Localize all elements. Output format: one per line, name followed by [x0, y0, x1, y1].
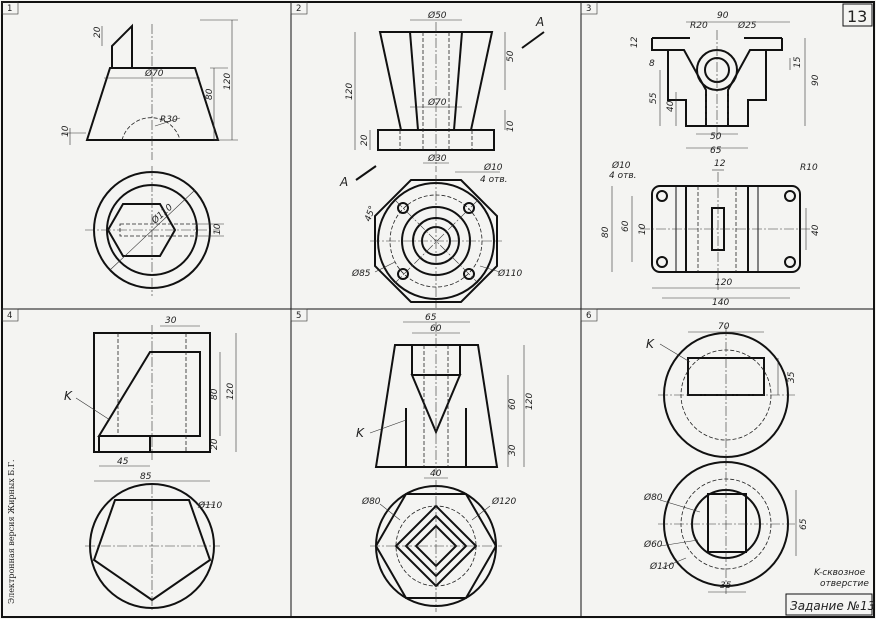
- dim-label: 70: [718, 322, 730, 332]
- dim-label: 65: [425, 313, 437, 323]
- panel-3-front-view: [651, 21, 806, 149]
- dim-label: Ø10: [611, 160, 631, 171]
- dim-label: 10: [506, 120, 516, 132]
- panel-5-top-view: [370, 480, 502, 612]
- dim-label: Ø25: [737, 20, 757, 31]
- panel-6-top-view: [658, 456, 797, 594]
- dim-label: 120: [345, 83, 355, 100]
- dim-label: 120: [525, 393, 535, 410]
- dim-label: 50: [710, 132, 722, 142]
- panel-5-number: 5: [296, 311, 301, 321]
- dim-label: 60: [430, 324, 442, 334]
- dim-label: 45: [117, 457, 129, 467]
- panel-3-number: 3: [586, 4, 591, 14]
- dim-label: 35: [787, 371, 797, 383]
- sheet-title-box: [785, 593, 873, 616]
- dim-label: 20: [210, 438, 220, 450]
- note-line: K-сквозное: [814, 568, 866, 578]
- dim-label: Ø80: [643, 492, 663, 503]
- panel-1-top-view: [85, 166, 224, 296]
- label-k: K: [64, 389, 73, 403]
- section-mark-a: A: [339, 175, 348, 189]
- dim-label: 80: [601, 226, 611, 238]
- dim-label: 12: [630, 36, 640, 48]
- panel-5-front-view: [369, 321, 525, 479]
- dim-label: R30: [160, 115, 178, 125]
- dim-label: 50: [506, 50, 516, 62]
- dim-label: Ø120: [491, 496, 517, 507]
- dim-label: Ø110: [497, 268, 523, 279]
- dim-label: 30: [165, 316, 177, 326]
- dim-label: 20: [360, 134, 370, 146]
- section-mark-a: A: [535, 15, 544, 29]
- sheet-number: 13: [847, 7, 867, 26]
- dim-label: Ø70: [144, 68, 164, 79]
- dim-label: 60: [621, 220, 631, 232]
- dim-label: R20: [690, 21, 708, 31]
- dim-label: 80: [210, 388, 220, 400]
- sheet-title: Задание №13: [790, 599, 875, 613]
- dim-label: Ø60: [643, 539, 663, 550]
- dim-label: 65: [710, 146, 722, 156]
- dim-label: 40: [811, 224, 821, 236]
- watermark: Электронная версия Жирных Б.Г.: [7, 459, 16, 604]
- dim-label: 10: [213, 223, 223, 235]
- dim-label: 4 отв.: [609, 171, 637, 181]
- dim-label: 90: [811, 74, 821, 86]
- dim-label: 15: [793, 56, 803, 68]
- dim-label: 10: [638, 223, 648, 235]
- panel-4-number: 4: [7, 311, 12, 321]
- dim-label: 55: [649, 92, 659, 104]
- panel-2-number: 2: [296, 4, 301, 14]
- dim-label: 120: [715, 278, 732, 288]
- dim-label: 20: [93, 26, 103, 38]
- dim-label: 85: [140, 472, 152, 482]
- dim-label: 80: [205, 88, 215, 100]
- dim-label: Ø80: [361, 496, 381, 507]
- dim-label: 40: [430, 469, 442, 479]
- panel-6-front-view: [658, 326, 795, 465]
- label-k: K: [646, 337, 655, 351]
- note-line: отверстие: [820, 579, 869, 589]
- panel-4-front-view: [75, 325, 237, 482]
- dim-label: 40: [666, 100, 676, 112]
- dim-label: Ø85: [351, 268, 371, 279]
- panel-4-top-view: [85, 483, 220, 610]
- dim-label: 4 отв.: [480, 175, 508, 185]
- dim-label: 8: [649, 59, 655, 69]
- dim-label: Ø10: [483, 162, 503, 173]
- dim-label: 35: [720, 581, 732, 591]
- sheet-number-box: [842, 3, 873, 27]
- dim-label: 90: [717, 11, 729, 21]
- dim-label: Ø110: [197, 500, 223, 511]
- dim-label: Ø30: [427, 153, 447, 164]
- dim-label: 60: [508, 398, 518, 410]
- dim-label: 10: [61, 125, 71, 137]
- panel-1-front-view: [62, 19, 238, 160]
- label-k: K: [356, 426, 365, 440]
- dim-label: Ø110: [649, 561, 675, 572]
- panel-1-number: 1: [7, 4, 12, 14]
- dim-label: 30: [508, 444, 518, 456]
- panel-2-top-view: [370, 175, 502, 308]
- dim-label: 140: [712, 298, 729, 308]
- dim-label: 65: [799, 518, 809, 530]
- panel-6-number: 6: [586, 311, 591, 321]
- dim-label: 45°: [363, 205, 378, 223]
- dim-label: Ø70: [427, 97, 447, 108]
- dim-label: 120: [226, 383, 236, 400]
- panel-2-front-view: [354, 19, 545, 181]
- panel-number-boxes: [1, 1, 598, 322]
- dim-label: 12: [714, 159, 726, 169]
- dim-label: R10: [800, 163, 818, 173]
- dim-label: Ø50: [427, 10, 447, 21]
- panel-3-top-view: [611, 169, 812, 299]
- dim-label: 120: [223, 73, 233, 90]
